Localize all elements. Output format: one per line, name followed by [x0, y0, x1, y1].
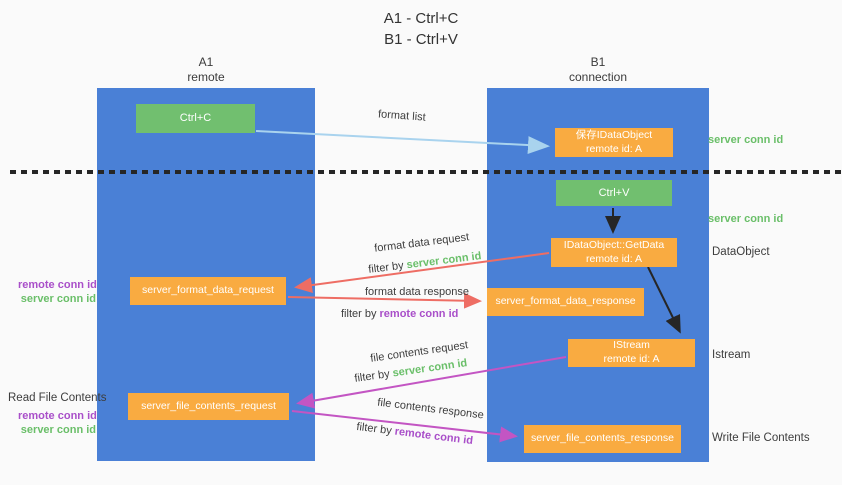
label-remote-conn-id: remote conn id	[18, 279, 97, 291]
node-server-format-data-request: server_format_data_request	[130, 277, 286, 305]
node-ctrl-c-label: Ctrl+C	[179, 112, 212, 125]
lifeline-header-a1: A1 remote	[97, 55, 315, 85]
node-idataobject-getdata-line2: remote id: A	[585, 252, 643, 265]
file-request-conn-ids: remote conn id server conn id	[18, 409, 97, 438]
label-read-file-contents: Read File Contents	[8, 392, 107, 404]
filter-prefix: filter by	[341, 308, 380, 320]
label-format-data-response: format data response	[365, 286, 469, 298]
node-ctrl-v-label: Ctrl+V	[598, 186, 630, 199]
node-ctrl-c: Ctrl+C	[136, 104, 255, 133]
diagram-title: A1 - Ctrl+C B1 - Ctrl+V	[0, 8, 842, 50]
node-save-idataobject-line2: remote id: A	[585, 142, 643, 155]
node-idataobject-getdata-line1: IDataObject::GetData	[563, 238, 665, 251]
lifeline-a1-role: remote	[187, 70, 225, 84]
node-istream-line2: remote id: A	[603, 353, 660, 365]
label-dataobject: DataObject	[712, 246, 770, 258]
label-server-conn-id: server conn id	[20, 293, 96, 306]
node-server-file-contents-request-label: server_file_contents_request	[141, 399, 276, 412]
format-request-conn-ids: remote conn id server conn id	[18, 278, 97, 307]
label-server-conn-id-top: server conn id	[708, 134, 784, 146]
label-filter-format-response: filter by remote conn id	[341, 307, 458, 321]
filter-key-remote-conn-id: remote conn id	[379, 308, 459, 320]
node-istream: IStream remote id: A	[568, 339, 695, 367]
lifeline-b1-name: B1	[590, 55, 606, 69]
node-save-idataobject: 保存IDataObject remote id: A	[555, 128, 673, 157]
node-save-idataobject-line1: 保存IDataObject	[575, 128, 653, 141]
label-server-conn-id-mid: server conn id	[708, 213, 784, 225]
node-server-file-contents-request: server_file_contents_request	[128, 393, 289, 420]
filter-key-remote-conn-id: remote conn id	[393, 425, 474, 448]
label-filter-file-response: filter by remote conn id	[356, 420, 474, 448]
node-server-format-data-request-label: server_format_data_request	[142, 284, 274, 297]
lifeline-b1-role: connection	[568, 70, 628, 84]
filter-prefix: filter by	[355, 420, 396, 438]
node-server-file-contents-response-label: server_file_contents_response	[530, 432, 674, 445]
filter-prefix: filter by	[367, 259, 408, 276]
lifeline-header-b1: B1 connection	[487, 55, 709, 85]
title-line-1: A1 - Ctrl+C	[383, 10, 459, 27]
title-line-2: B1 - Ctrl+V	[384, 31, 458, 48]
label-remote-conn-id: remote conn id	[18, 410, 97, 422]
label-server-conn-id: server conn id	[20, 424, 96, 437]
filter-prefix: filter by	[353, 367, 394, 385]
lifeline-a1-name: A1	[198, 55, 214, 69]
label-istream: Istream	[712, 349, 751, 361]
node-server-format-data-response: server_format_data_response	[487, 288, 644, 316]
filter-key-server-conn-id: server conn id	[405, 250, 483, 272]
label-write-file-contents: Write File Contents	[712, 432, 810, 444]
node-idataobject-getdata: IDataObject::GetData remote id: A	[551, 238, 677, 267]
node-ctrl-v: Ctrl+V	[556, 180, 672, 206]
node-istream-line1: IStream	[613, 339, 650, 352]
node-server-file-contents-response: server_file_contents_response	[524, 425, 681, 453]
node-server-format-data-response-label: server_format_data_response	[495, 295, 636, 308]
label-format-list: format list	[377, 108, 427, 124]
label-file-contents-response: file contents response	[376, 396, 485, 422]
